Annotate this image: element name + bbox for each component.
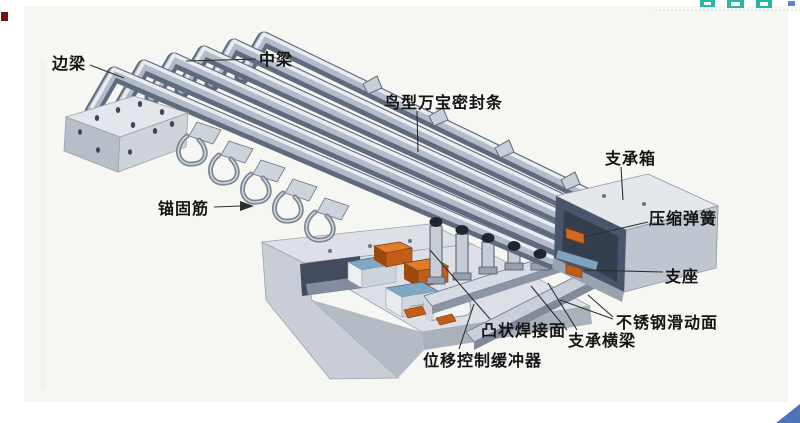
icon-fragment-detail (704, 2, 711, 5)
label-displacement-buffer: 位移控制缓冲器 (423, 351, 542, 370)
label-stainless-sliding-surface: 不锈钢滑动面 (616, 313, 718, 332)
leader-crossbeam-1 (530, 285, 568, 331)
label-bearing: 支座 (664, 267, 699, 286)
leader-bearing (583, 269, 664, 273)
leader-edge-beam (89, 64, 125, 79)
label-middle-beam: 中梁 (259, 50, 293, 69)
anchor-loop (176, 121, 222, 167)
concrete-block (63, 95, 190, 173)
leader-stainless-1 (587, 294, 614, 318)
sliding-surface-strip (556, 250, 598, 270)
label-edge-beam: 边梁 (51, 54, 86, 73)
icon-fragment-detail (731, 2, 740, 6)
icon-fragment-detail (760, 2, 768, 6)
leader-seal-strip (416, 110, 419, 153)
leader-middle-beam (185, 58, 257, 62)
label-support-box: 支承箱 (604, 149, 656, 168)
droplet-marks (78, 101, 175, 155)
orange-spring-block-1 (372, 241, 414, 268)
leader-compression-spring (583, 221, 649, 238)
right-support-box (552, 173, 720, 302)
anchor-loops (176, 121, 350, 243)
label-seal-strip: 鸟型万宝密封条 (384, 93, 503, 112)
anchor-loop (240, 159, 286, 205)
leader-anchor-bars (213, 201, 254, 211)
leader-support-box (620, 166, 624, 201)
leader-displacement-buffer (458, 303, 475, 350)
top-left-red-mark (1, 12, 8, 21)
icon-fragment-blue[interactable] (788, 1, 795, 6)
bearing-shape (565, 263, 583, 279)
leader-stainless-2 (559, 299, 614, 320)
corner-triangle (776, 404, 800, 423)
joint-pivot-bolts (429, 217, 547, 259)
toolbar-icon-fragments (655, 0, 800, 11)
anchor-loop (304, 197, 350, 243)
label-anchor-bars: 锚固筋 (158, 199, 209, 218)
support-crossbeam-bars (423, 251, 601, 350)
label-convex-weld-surface: 凸状焊接面 (481, 321, 566, 340)
leader-lines (89, 58, 664, 350)
compression-spring-shape (565, 227, 585, 245)
label-support-crossbeam: 支承横梁 (567, 331, 636, 350)
anchor-loop (208, 140, 254, 186)
leader-crossbeam-2 (547, 282, 578, 331)
steel-beams (84, 31, 660, 270)
beam-webs (426, 225, 550, 285)
leader-convex-weld (429, 249, 491, 320)
bearing-and-spring-devices (346, 241, 472, 326)
label-compression-spring: 压缩弹簧 (649, 209, 717, 228)
anchor-loop (272, 178, 318, 224)
labels: 边梁 中梁 鸟型万宝密封条 锚固筋 支承箱 压缩弹簧 支座 不锈钢滑动面 凸状焊… (51, 50, 718, 370)
